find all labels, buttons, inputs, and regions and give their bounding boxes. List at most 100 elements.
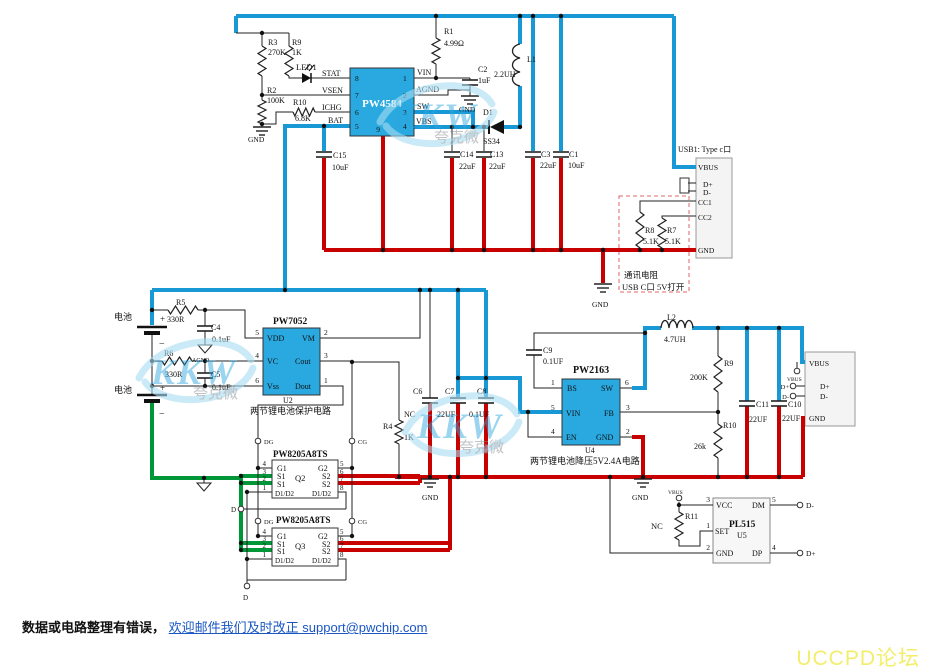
label-gnd-label-1: GND: [248, 135, 265, 144]
wire-signal-5: [288, 76, 302, 79]
pw8205-q2-body: [271, 459, 339, 499]
watermark-brand-text: KKW: [391, 96, 479, 136]
label-l1-val: 2.2UH: [494, 70, 516, 79]
label-out-pin-dm: D-: [820, 392, 828, 401]
junction-dot: [558, 13, 564, 19]
label-c2-ref: C2: [478, 65, 487, 74]
label-d1-val: SS34: [483, 137, 500, 146]
testpoint-pl-dp: [796, 549, 804, 557]
junction-dot: [380, 247, 386, 253]
testpoint-dg1: [254, 437, 262, 445]
label-u4-gnd: GND: [596, 433, 614, 442]
label-tp-vbus2-label: VBUS: [787, 377, 802, 383]
wire-batt-neg-green-0: [150, 402, 241, 480]
wire-signal-61: [533, 332, 645, 350]
wire-signal-47: [338, 491, 347, 509]
label-pl-dp-net: D+: [806, 549, 816, 558]
junction-dot: [259, 121, 265, 127]
label-r2-ref: R2: [267, 86, 276, 95]
label-u2-vc: VC: [267, 357, 278, 366]
label-r1-ref: R1: [444, 27, 453, 36]
junction-dot: [530, 13, 536, 19]
watermark-brand-text: KKW: [416, 406, 504, 446]
label-u2-pin4: 4: [255, 351, 259, 360]
junction-dot: [149, 307, 155, 313]
label-pin-vin: VIN: [417, 68, 431, 77]
junction-dot: [455, 474, 461, 480]
testpoint-vbus3: [675, 494, 683, 502]
label-pin-ichg: ICHG: [322, 103, 342, 112]
label-l2-ref: L2: [667, 313, 676, 322]
label-u1-pin8: 8: [355, 74, 359, 83]
label-u5-pin2: 2: [706, 543, 710, 552]
watermark-company-text: 夸克微: [193, 385, 238, 402]
junction-dot: [349, 465, 355, 471]
watermark-swoosh-top: [135, 338, 255, 382]
label-q3-pin4: 4: [263, 528, 267, 536]
label-c8-ref: C8: [477, 387, 486, 396]
label-q3-pin3: 3: [263, 535, 267, 543]
junction-dot: [238, 547, 244, 553]
label-q3-s1b: S1: [277, 547, 285, 556]
label-u1-pin9: 9: [376, 125, 380, 134]
label-u5-gnd: GND: [716, 549, 734, 558]
testpoint-dg2: [254, 517, 262, 525]
resistor-r4: [393, 419, 405, 445]
label-q2-pin6: 6: [340, 468, 344, 476]
label-c5-ref: C5: [211, 370, 220, 379]
junction-dot: [417, 287, 423, 293]
label-u2-name: PW7052: [273, 317, 308, 327]
pw8205-q3-body: [271, 527, 339, 567]
watermark-swoosh-top: [401, 392, 521, 436]
label-q2-s2b: S2: [322, 480, 330, 489]
label-r9b-val: 200K: [690, 373, 708, 382]
label-u5-dp: DP: [752, 549, 763, 558]
label-q2-g1: G1: [277, 464, 287, 473]
label-r8-ref: R8: [645, 226, 654, 235]
junction-dot: [607, 474, 613, 480]
label-q2-pin5: 5: [340, 460, 344, 468]
wire-signal-26: [198, 309, 263, 339]
label-usb-pin-dm: D-: [703, 188, 711, 197]
label-q2-s1b: S1: [277, 480, 285, 489]
label-battery1-label: 电池: [114, 311, 132, 322]
label-c5-val: 0.1uF: [212, 383, 231, 392]
label-q2-pin7: 7: [340, 475, 344, 483]
watermark-company-text: 夸克微: [459, 439, 504, 456]
label-u2-pin6: 6: [255, 376, 259, 385]
label-usb-pin-cc1: CC1: [698, 198, 712, 207]
label-gnd-label-3: GND: [592, 300, 609, 309]
label-battery2-plus: +: [160, 383, 165, 393]
label-u1-pin6: 6: [355, 108, 359, 117]
label-u4-bs: BS: [567, 384, 577, 393]
label-r4-ref: R4: [383, 422, 392, 431]
junction-dot: [776, 325, 782, 331]
junction-dot: [202, 358, 208, 364]
label-r3-ref: R3: [268, 38, 277, 47]
footer-support-link[interactable]: 欢迎邮件我们及时改正 support@pwchip.com: [168, 620, 428, 635]
resistor-r2: [256, 99, 268, 125]
label-u4-pin3: 3: [626, 403, 630, 412]
label-q3-g2: G2: [318, 532, 328, 541]
label-tp-dg2-label: DG: [264, 519, 274, 526]
label-u4-pin5: 5: [551, 403, 555, 412]
label-c9-val: 0.1UF: [543, 357, 564, 366]
junction-dot: [349, 359, 355, 365]
label-u1-pin7: 7: [355, 91, 359, 100]
label-tp-dg1-label: DG: [264, 439, 274, 446]
label-c3-ref: C3: [541, 150, 550, 159]
label-out-pin-dp: D+: [820, 382, 830, 391]
wire-signal-21: [661, 215, 696, 218]
label-c7-ref: C7: [445, 387, 454, 396]
label-u2-ref: U2: [283, 396, 293, 405]
label-pin-vsen: VSEN: [322, 86, 343, 95]
led1-arrow-1: [304, 63, 311, 71]
label-q3-pin1: 1: [263, 551, 267, 559]
label-c4-ref: C4: [211, 323, 220, 332]
label-c15-ref: C15: [333, 151, 346, 160]
junction-dot: [715, 325, 721, 331]
label-u2-pin1: 1: [324, 376, 328, 385]
pl515-chip-body: [712, 497, 771, 564]
